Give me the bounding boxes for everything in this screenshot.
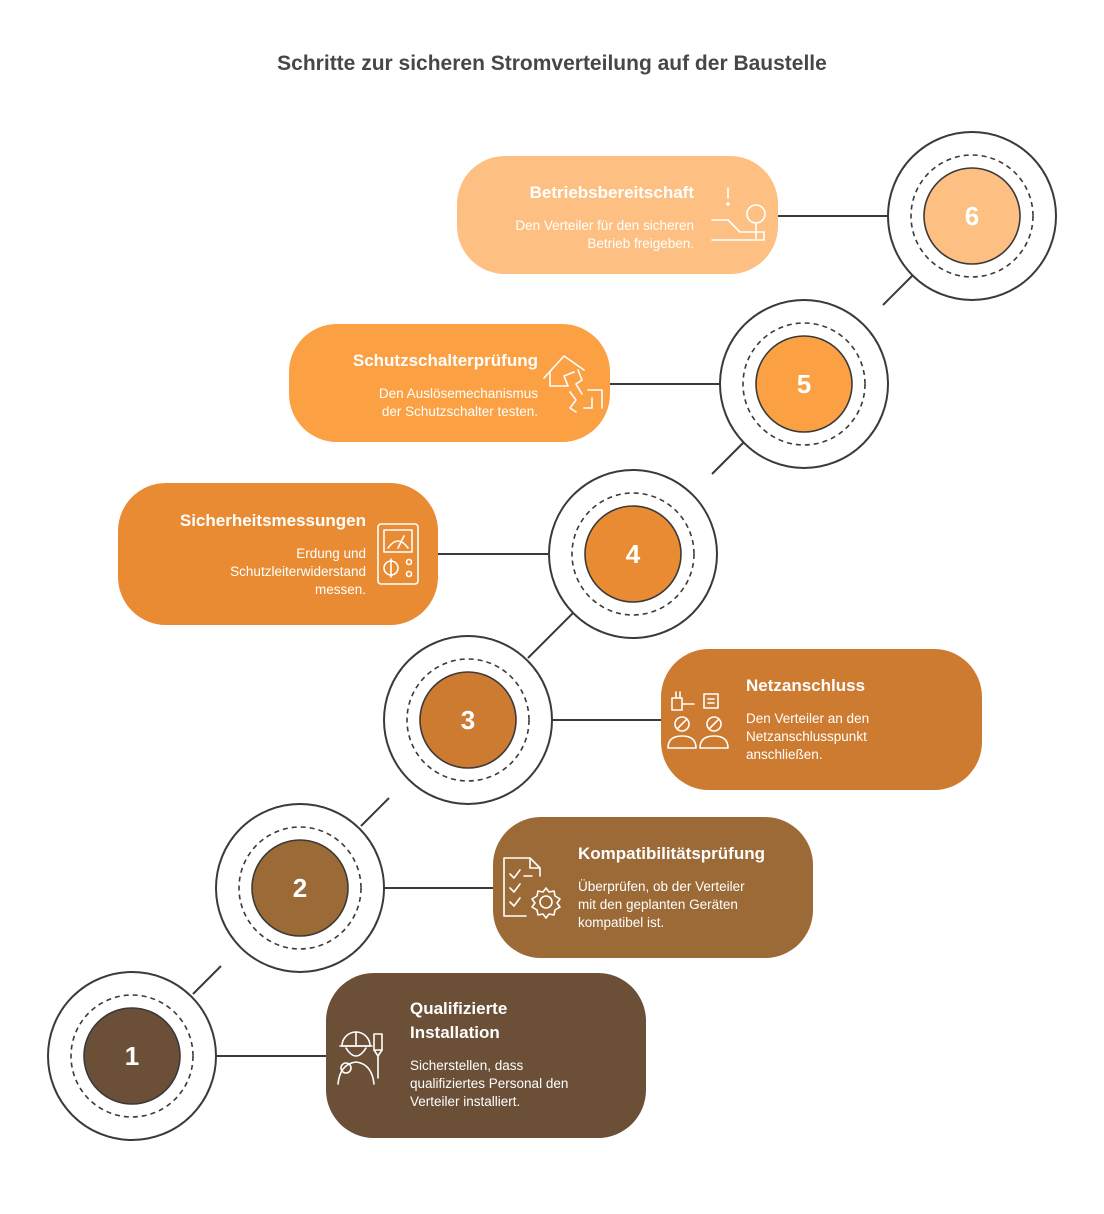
step-dashed-ring — [238, 826, 362, 950]
checklist-gear-icon — [503, 857, 561, 919]
lever-switch-icon — [711, 187, 766, 241]
connector-1-2 — [192, 965, 222, 995]
step-number: 2 — [293, 873, 307, 903]
step-number-circle — [584, 505, 682, 603]
step-description: Den Verteiler an den — [746, 711, 869, 726]
step-title: Betriebsbereitschaft — [530, 183, 695, 202]
step-title: Installation — [410, 1023, 500, 1042]
multimeter-icon — [377, 523, 419, 585]
step-description: Den Auslösemechanismus — [379, 386, 538, 401]
step-number-circle — [923, 167, 1021, 265]
step-card — [661, 649, 982, 790]
step-description: Sicherstellen, dass — [410, 1058, 524, 1073]
step-dashed-ring — [571, 492, 695, 616]
step-card — [118, 483, 438, 625]
step-description: qualifiziertes Personal den — [410, 1076, 568, 1091]
house-lightning-icon — [543, 355, 603, 413]
step-number-circle — [419, 671, 517, 769]
step-dashed-ring — [70, 994, 194, 1118]
step-description: kompatibel ist. — [578, 915, 664, 930]
diagonal-connectors — [192, 274, 914, 995]
step-number: 5 — [797, 369, 811, 399]
diagram-title: Schritte zur sicheren Stromverteilung au… — [277, 52, 827, 75]
step-description: messen. — [315, 582, 366, 597]
step-description: der Schutzschalter testen. — [382, 404, 538, 419]
steps-layer: 1 QualifizierteInstallationSicherstellen,… — [47, 131, 1057, 1141]
step-description: anschließen. — [746, 747, 823, 762]
step-description: Erdung und — [296, 546, 366, 561]
step-description: Den Verteiler für den sicheren — [515, 218, 694, 233]
step-title: Kompatibilitätsprüfung — [578, 844, 765, 863]
step-title: Qualifizierte — [410, 999, 507, 1018]
step-title: Sicherheitsmessungen — [180, 511, 366, 530]
step-title: Netzanschluss — [746, 676, 865, 695]
step-1: 1 QualifizierteInstallationSicherstellen,… — [47, 971, 646, 1141]
step-title: Schutzschalterprüfung — [353, 351, 538, 370]
step-number: 1 — [125, 1041, 139, 1071]
step-description: Schutzleiterwiderstand — [230, 564, 366, 579]
step-number: 3 — [461, 705, 475, 735]
step-number-circle — [83, 1007, 181, 1105]
step-description: Überprüfen, ob der Verteiler — [578, 879, 745, 894]
step-dashed-ring — [910, 154, 1034, 278]
step-description: Verteiler installiert. — [410, 1094, 520, 1109]
electrician-icon — [337, 1031, 383, 1085]
step-number-circle — [755, 335, 853, 433]
step-description: Netzanschlusspunkt — [746, 729, 867, 744]
step-dashed-ring — [742, 322, 866, 446]
step-card — [493, 817, 813, 958]
step-card — [457, 156, 778, 274]
step-dashed-ring — [406, 658, 530, 782]
step-number: 4 — [626, 539, 641, 569]
connector-5-6 — [882, 274, 914, 306]
connector-4-5 — [711, 441, 745, 475]
step-number: 6 — [965, 201, 979, 231]
connector-3-4 — [527, 610, 576, 659]
step-card — [326, 973, 646, 1138]
people-plug-icon — [667, 691, 729, 749]
step-description: Betrieb freigeben. — [587, 236, 694, 251]
connector-2-3 — [360, 797, 390, 827]
step-description: mit den geplanten Geräten — [578, 897, 738, 912]
step-number-circle — [251, 839, 349, 937]
step-card — [289, 324, 610, 442]
